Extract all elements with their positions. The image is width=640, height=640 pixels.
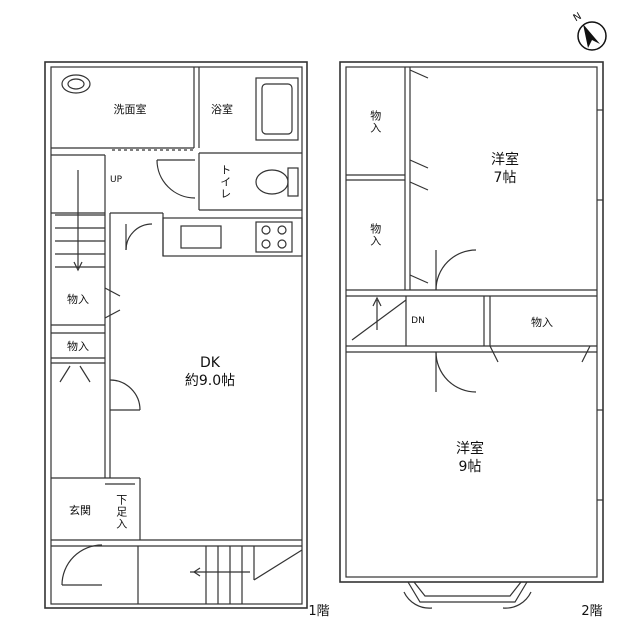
room-dk: DK 約9.0帖 [184, 355, 236, 389]
north-arrow-icon [577, 21, 607, 51]
floor2-plan [339, 61, 604, 609]
room-washroom: 洗面室 [113, 103, 147, 116]
room-western-7: 洋室 7帖 [491, 152, 519, 186]
stairs-down-label: DN [411, 316, 425, 326]
floor1-plan [44, 61, 308, 609]
room-closet-mid: 物入 [368, 223, 382, 247]
room-closet-right: 物入 [531, 316, 553, 329]
floor1-label: 1階 [308, 604, 330, 619]
room-closet-top: 物入 [368, 110, 382, 134]
room-bathroom: 浴室 [211, 103, 233, 116]
room-closet-a: 物入 [67, 293, 89, 306]
room-western-9: 洋室 9帖 [456, 441, 484, 475]
room-closet-b: 物入 [67, 340, 89, 353]
room-toilet: トイレ [218, 164, 232, 200]
floor2-label: 2階 [581, 604, 603, 619]
room-entrance: 玄関 [69, 504, 91, 517]
stairs-up-label: UP [109, 175, 122, 185]
room-shoe-closet: 下足入 [114, 494, 128, 530]
